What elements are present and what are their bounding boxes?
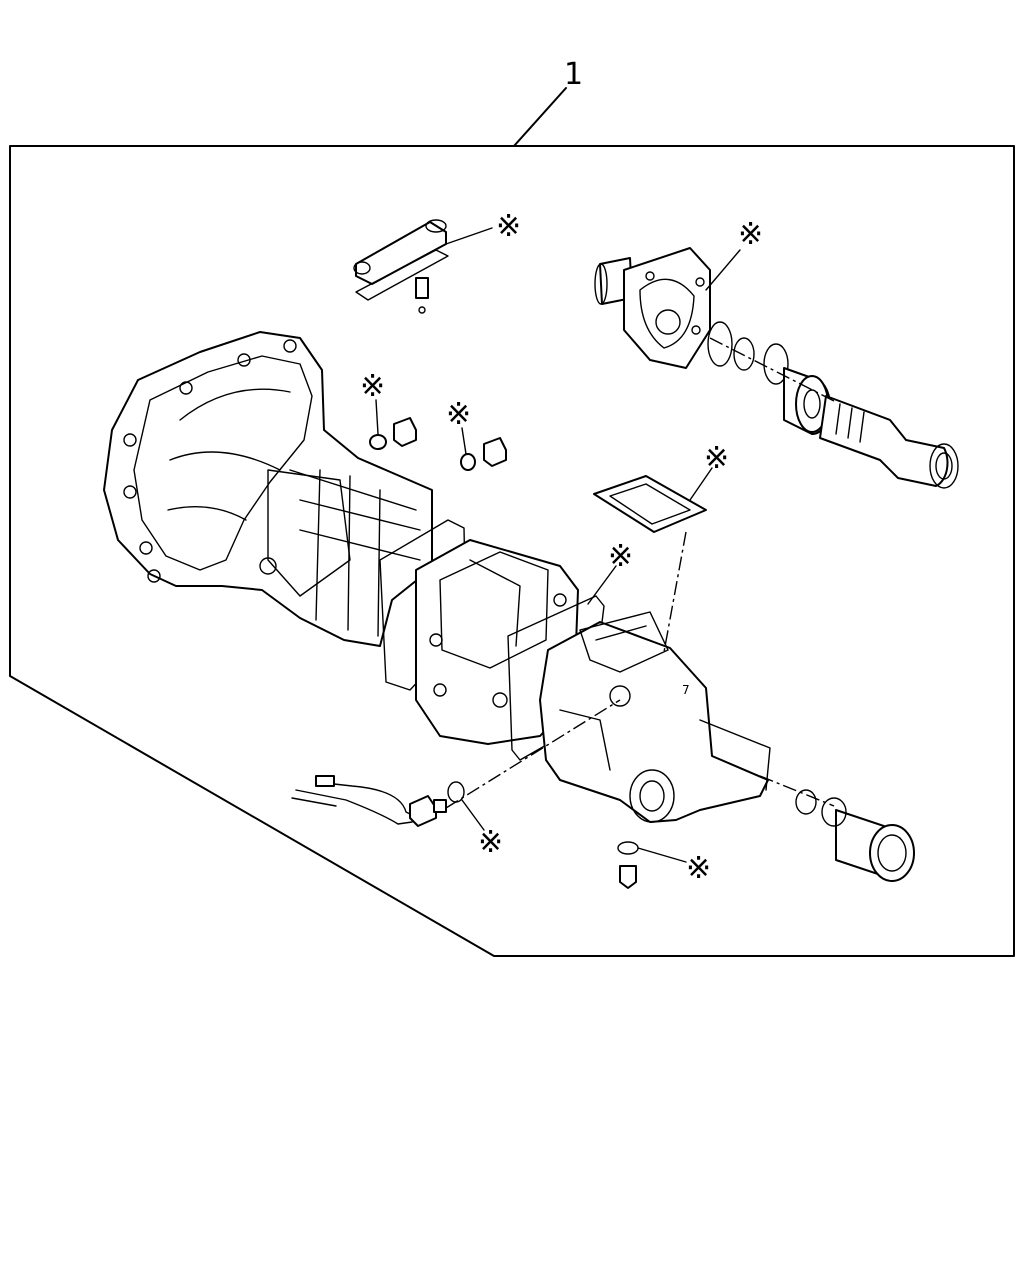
assembly-callout-number: 1 <box>564 57 583 92</box>
extension-housing: 7 <box>539 611 771 823</box>
fill-plug-left-marker: ※ <box>360 369 385 404</box>
rear-axis-line <box>759 775 835 807</box>
shift-retainer <box>353 219 449 314</box>
cover-gasket-marker: ※ <box>704 441 729 476</box>
drain-plug <box>617 841 639 889</box>
fill-plug-left <box>369 417 417 450</box>
rear-seal-bushing <box>795 789 915 882</box>
extension-gasket-leader <box>587 565 617 605</box>
sensor-o-ring <box>447 781 465 803</box>
shift-cover-gasket <box>593 475 707 533</box>
retainer-marker: ※ <box>496 209 521 244</box>
bearing-retainer-marker: ※ <box>738 217 763 252</box>
assembly-callout-leader <box>513 87 567 147</box>
fill-plug-right-leader <box>461 427 467 455</box>
sensor-axis-line <box>445 699 621 809</box>
extension-gasket-marker: ※ <box>608 539 633 574</box>
bearing-retainer-leader <box>705 249 741 291</box>
fill-plug-right-marker: ※ <box>446 397 471 432</box>
drain-plug-leader <box>637 847 687 863</box>
cover-axis-line <box>663 531 687 653</box>
input-shaft <box>819 395 959 489</box>
bell-housing-case <box>103 331 433 647</box>
retainer-marker-leader <box>445 227 493 245</box>
assembly-outline <box>9 145 1015 957</box>
svg-text:7: 7 <box>682 683 690 697</box>
front-bearing-retainer <box>594 247 711 369</box>
fill-plug-right <box>460 437 507 471</box>
snap-rings-bearing <box>707 321 831 435</box>
drain-plug-marker: ※ <box>686 851 711 886</box>
cover-gasket-leader <box>689 467 713 501</box>
input-axis-line <box>709 337 837 403</box>
fill-plug-left-leader <box>375 399 379 435</box>
intermediate-plate <box>415 539 579 745</box>
speedometer-sensor <box>291 775 447 827</box>
sensor-o-ring-marker: ※ <box>478 825 503 860</box>
sensor-o-ring-leader <box>461 799 485 831</box>
